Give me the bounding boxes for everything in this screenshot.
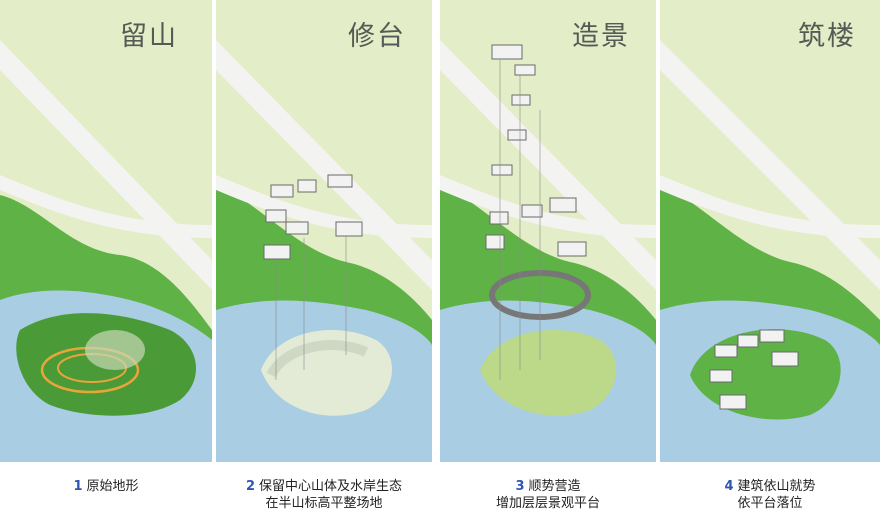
caption-2-line-1: 保留中心山体及水岸生态 <box>259 479 403 494</box>
ramp-road <box>0 175 212 238</box>
panel-1-title: 留山 <box>120 21 178 52</box>
caption-4-line-1: 建筑依山就势 <box>737 479 816 494</box>
caption-3-number: 3 <box>515 479 525 494</box>
panel-4: 筑楼 <box>660 0 880 462</box>
caption-1-line-1: 原始地形 <box>86 479 139 494</box>
caption-4-number: 4 <box>724 479 734 494</box>
panel-3-terrain <box>440 0 656 462</box>
floating-buildings <box>485 44 587 257</box>
panel-3: 造景 <box>440 0 656 462</box>
caption-3-line-1: 顺势营造 <box>528 479 581 494</box>
panel-2-terrain <box>216 0 432 462</box>
projection-lines <box>275 236 347 380</box>
floating-buildings <box>263 174 363 260</box>
caption-4-line-2: 依平台落位 <box>737 496 803 511</box>
projection-lines <box>499 60 541 380</box>
caption-1-number: 1 <box>73 479 83 494</box>
panel-1-terrain <box>0 0 212 462</box>
caption-2-number: 2 <box>245 479 256 494</box>
ramp-road <box>216 175 432 238</box>
panel-4-title: 筑楼 <box>798 21 856 52</box>
panel-3-title: 造景 <box>572 21 630 52</box>
ramp-road <box>440 175 656 238</box>
caption-2-line-2: 在半山标高平整场地 <box>265 496 383 511</box>
ramp-road <box>660 175 880 238</box>
panel-1: 留山 <box>0 0 212 462</box>
caption-3-line-2: 增加层层景观平台 <box>495 496 600 511</box>
panel-2: 修台 <box>216 0 432 462</box>
panel-4-terrain <box>660 0 880 462</box>
placed-buildings <box>709 329 799 410</box>
panel-2-title: 修台 <box>348 21 406 52</box>
